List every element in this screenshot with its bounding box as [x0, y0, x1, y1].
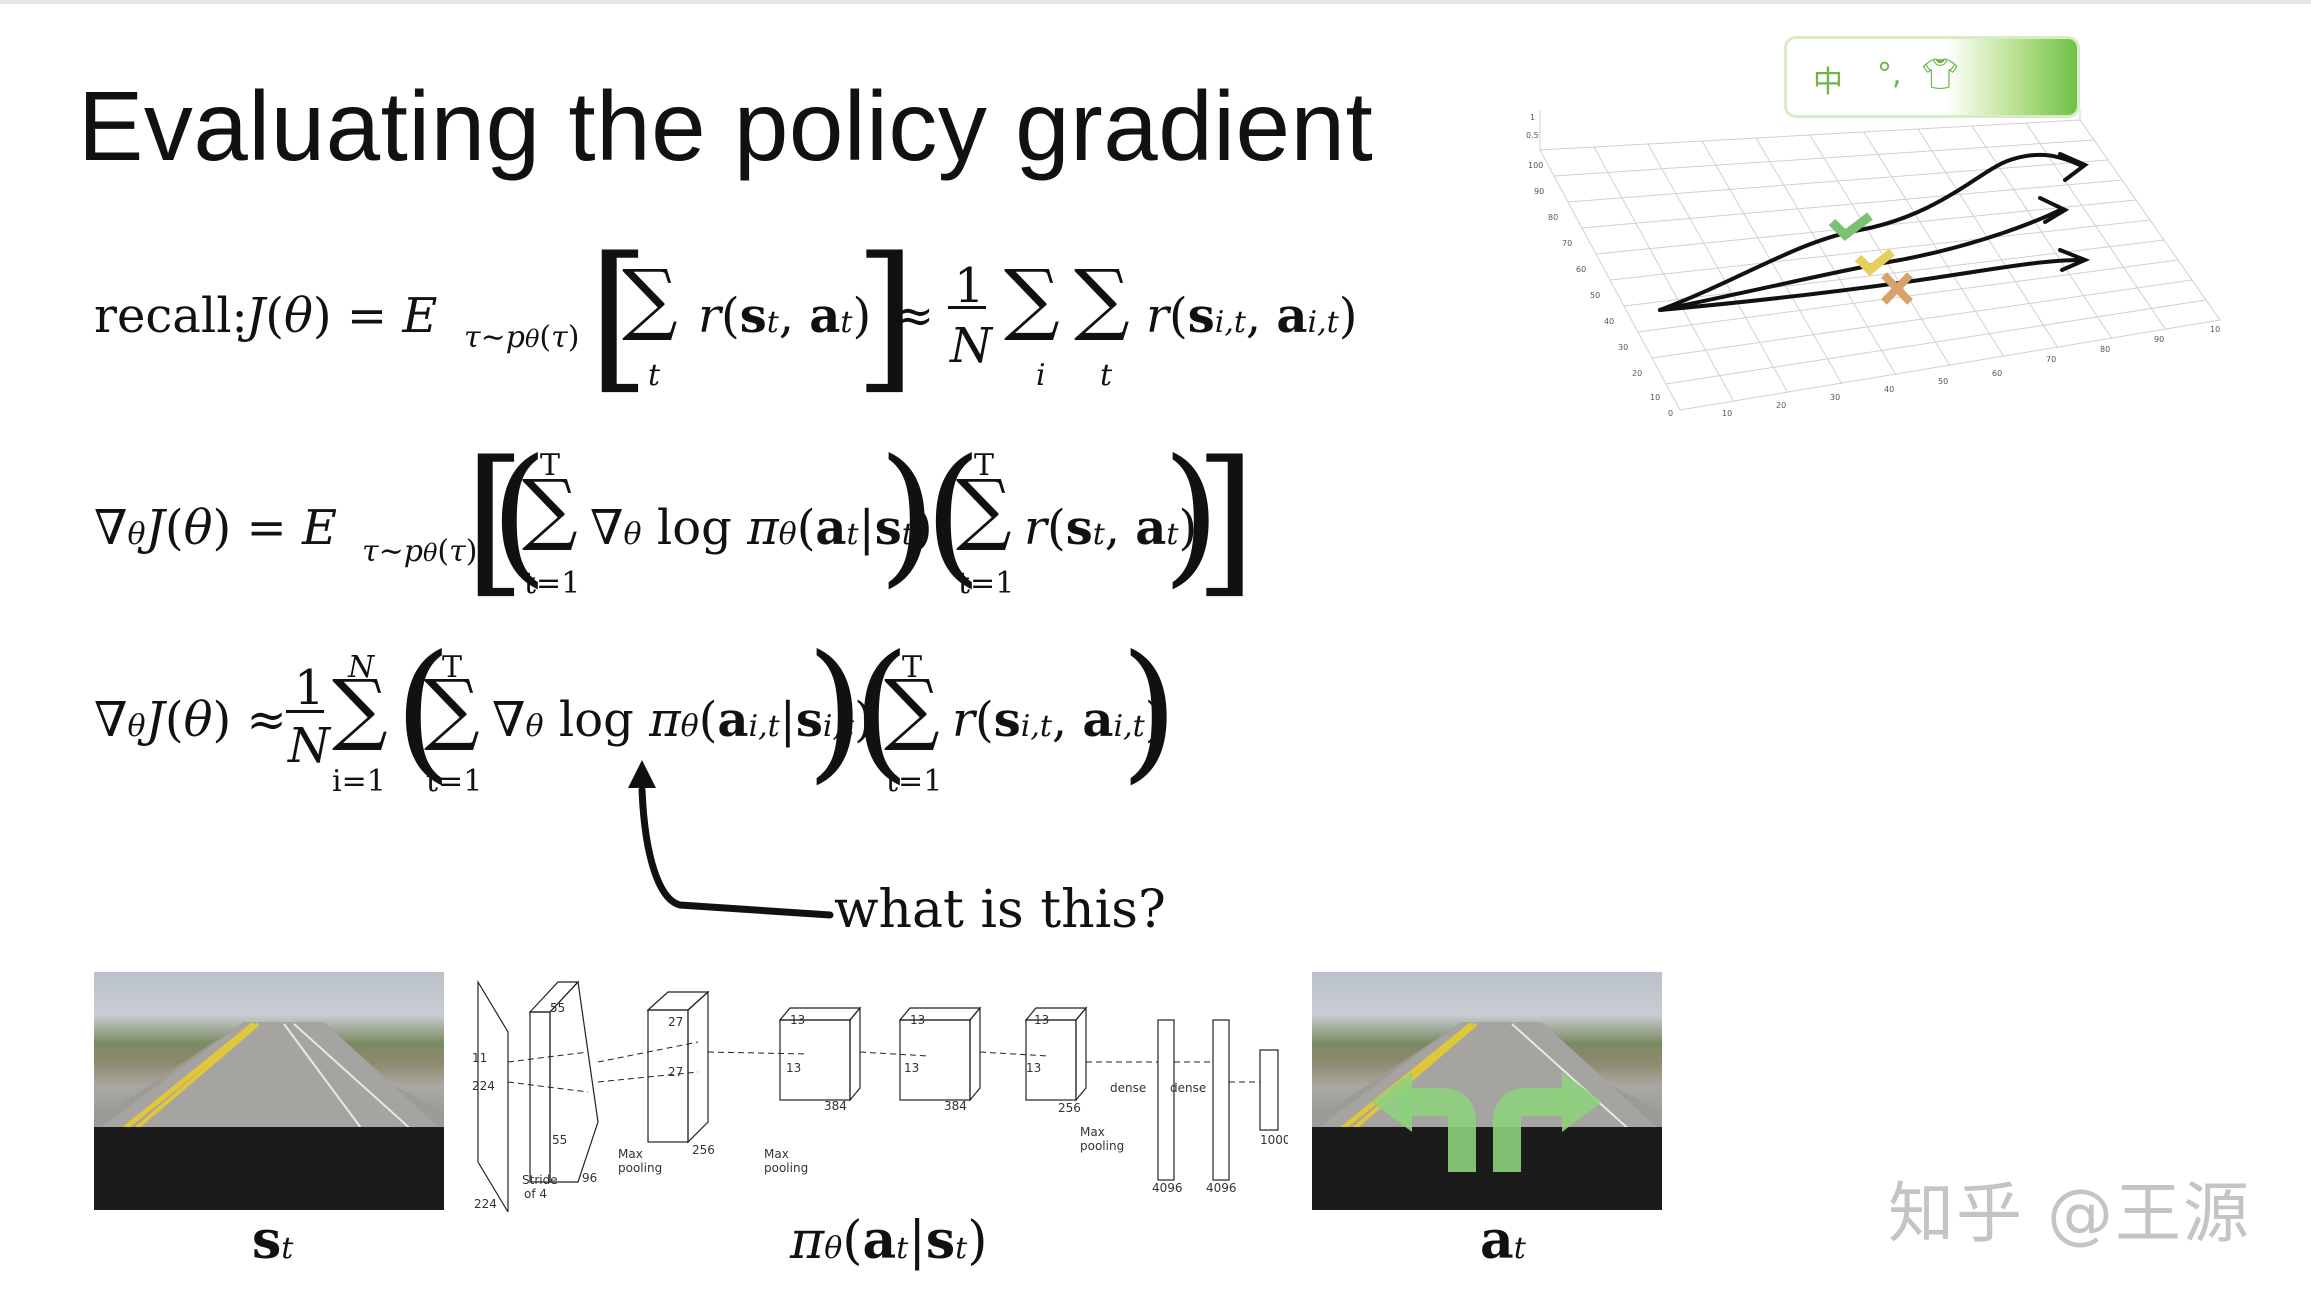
svg-text:70: 70 [2046, 355, 2056, 364]
svg-text:256: 256 [692, 1143, 715, 1157]
check-green-icon [1828, 212, 1873, 241]
svg-text:1: 1 [1530, 113, 1535, 122]
equation-1: recall: J(θ) = E τ∼pθ(τ) [ ∑ t r(st, at)… [94, 222, 1358, 409]
svg-text:4096: 4096 [1206, 1181, 1237, 1195]
svg-text:13: 13 [1026, 1061, 1041, 1075]
svg-text:40: 40 [1604, 317, 1614, 326]
action-image [1312, 972, 1662, 1210]
shirt-icon: 👕︎ [1921, 57, 1960, 92]
svg-text:0.5: 0.5 [1526, 131, 1539, 140]
svg-text:50: 50 [1590, 291, 1600, 300]
svg-text:Max: Max [618, 1147, 643, 1161]
svg-text:80: 80 [1548, 213, 1558, 222]
slide-title: Evaluating the policy gradient [78, 71, 1374, 181]
svg-text:30: 30 [1830, 393, 1840, 402]
svg-text:13: 13 [904, 1061, 919, 1075]
svg-text:70: 70 [1562, 239, 1572, 248]
svg-text:pooling: pooling [618, 1161, 662, 1175]
svg-text:224: 224 [474, 1197, 497, 1211]
svg-text:10: 10 [2210, 325, 2220, 334]
svg-text:Max: Max [1080, 1125, 1105, 1139]
ime-badge: 中 °, 👕︎ [1784, 36, 2080, 118]
svg-text:30: 30 [1618, 343, 1628, 352]
badge-char-zh: 中 [1813, 65, 1843, 100]
svg-text:13: 13 [790, 1013, 805, 1027]
svg-text:10: 10 [1722, 409, 1732, 418]
recall-label: recall: [94, 288, 248, 344]
svg-text:256: 256 [1058, 1101, 1081, 1115]
svg-text:of 4: of 4 [524, 1187, 547, 1201]
state-image [94, 972, 444, 1210]
svg-text:80: 80 [2100, 345, 2110, 354]
svg-text:13: 13 [910, 1013, 925, 1027]
svg-text:224: 224 [472, 1079, 495, 1093]
svg-text:27: 27 [668, 1015, 683, 1029]
svg-text:dense: dense [1170, 1081, 1206, 1095]
svg-text:384: 384 [944, 1099, 967, 1113]
svg-text:11: 11 [472, 1051, 487, 1065]
svg-text:60: 60 [1576, 265, 1586, 274]
svg-text:384: 384 [824, 1099, 847, 1113]
annotation-text: what is this? [834, 880, 1166, 940]
watermark: 知乎 @王源 [1888, 1175, 2251, 1252]
svg-text:100: 100 [1528, 161, 1543, 170]
svg-text:Stride: Stride [522, 1173, 558, 1187]
equation-2: ∇θJ(θ) = E τ∼pθ(τ) [ ( T ∑ t=1 ∇θ log πθ… [94, 426, 1257, 613]
svg-text:dense: dense [1110, 1081, 1146, 1095]
top-border [0, 0, 2311, 4]
state-caption: st [252, 1210, 294, 1271]
svg-text:96: 96 [582, 1171, 597, 1185]
svg-text:27: 27 [668, 1065, 683, 1079]
check-yellow-icon [1854, 248, 1895, 277]
equation-3: ∇θJ(θ) ≈ 1 N N ∑ i=1 ( T ∑ t=1 ∇θ log πθ… [94, 624, 1179, 799]
svg-text:0: 0 [1668, 409, 1673, 418]
svg-text:55: 55 [552, 1133, 567, 1147]
cross-icon [1881, 272, 1913, 305]
svg-text:50: 50 [1938, 377, 1948, 386]
svg-text:13: 13 [786, 1061, 801, 1075]
svg-text:10: 10 [1650, 393, 1660, 402]
policy-caption: πθ(at|st) [790, 1210, 988, 1271]
svg-text:4096: 4096 [1152, 1181, 1183, 1195]
svg-text:1000: 1000 [1260, 1133, 1288, 1147]
svg-text:40: 40 [1884, 385, 1894, 394]
badge-char-punct: °, [1877, 57, 1902, 92]
svg-text:60: 60 [1992, 369, 2002, 378]
svg-text:pooling: pooling [764, 1161, 808, 1175]
svg-text:13: 13 [1034, 1013, 1049, 1027]
svg-text:90: 90 [2154, 335, 2164, 344]
annotation-arrow [628, 760, 834, 919]
svg-text:Max: Max [764, 1147, 789, 1161]
svg-text:pooling: pooling [1080, 1139, 1124, 1153]
svg-text:55: 55 [550, 1001, 565, 1015]
action-caption: at [1480, 1210, 1526, 1271]
svg-text:20: 20 [1632, 369, 1642, 378]
svg-text:20: 20 [1776, 401, 1786, 410]
svg-text:90: 90 [1534, 187, 1544, 196]
